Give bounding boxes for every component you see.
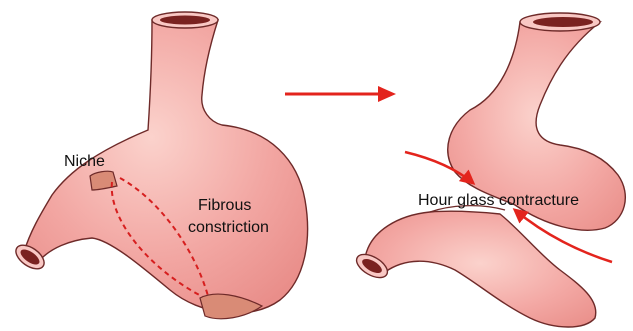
niche-shape	[90, 171, 117, 190]
fibrous-label-line2: constriction	[188, 219, 269, 236]
left-stomach	[12, 12, 308, 319]
niche-label: Niche	[64, 153, 105, 170]
right-arrow-icon	[285, 86, 396, 102]
hourglass-label: Hour glass contracture	[418, 192, 579, 209]
fibrous-label-line1: Fibrous	[198, 197, 251, 214]
right-lower-pouch	[365, 211, 596, 327]
right-stomach	[353, 13, 626, 327]
